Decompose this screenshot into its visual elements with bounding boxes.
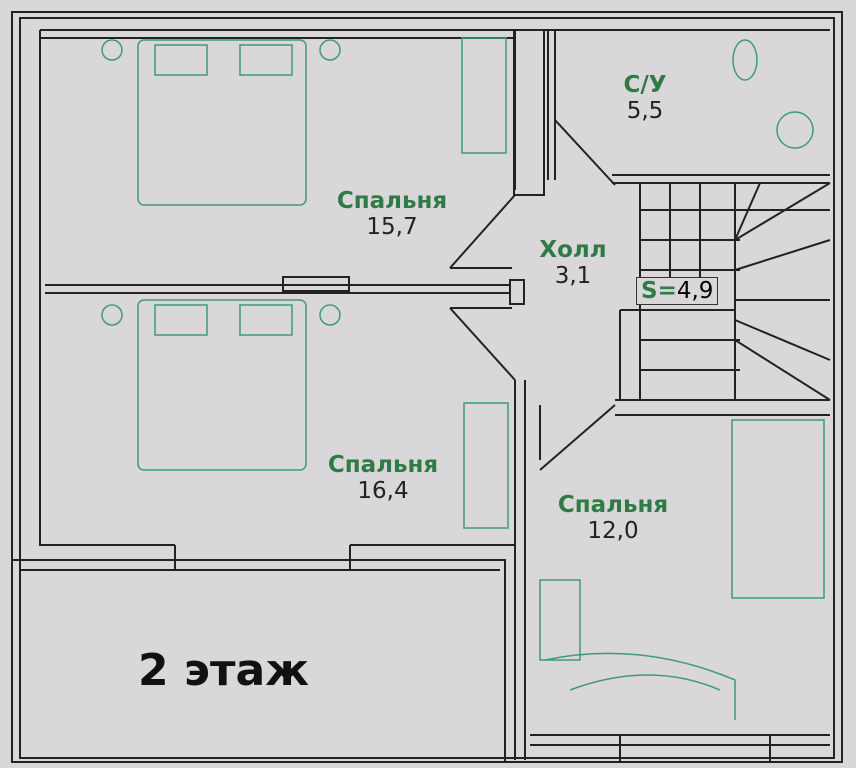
room-name: С/У [623,72,667,98]
room-bedroom-1: Спальня 15,7 [337,188,447,240]
stairs-area-prefix: S= [641,278,677,304]
room-name: Холл [539,237,607,263]
room-name: Спальня [336,188,448,214]
walls [11,11,843,763]
room-bedroom-3: Спальня 12,0 [558,492,668,544]
room-area: 16,4 [357,478,409,504]
room-hall: Холл 3,1 [539,237,606,289]
room-bathroom: С/У 5,5 [623,72,666,124]
floor-title: 2 этаж [138,645,309,696]
room-name: Спальня [557,492,669,518]
room-bedroom-2: Спальня 16,4 [328,452,438,504]
room-area: 5,5 [626,98,664,124]
furniture [101,37,825,720]
stairs-area-label: S=4,9 [636,277,719,305]
stairs-area-value: 4,9 [676,278,714,304]
room-name: Спальня [327,452,439,478]
room-area: 15,7 [366,214,418,240]
room-area: 3,1 [554,263,592,289]
room-area: 12,0 [587,518,639,544]
